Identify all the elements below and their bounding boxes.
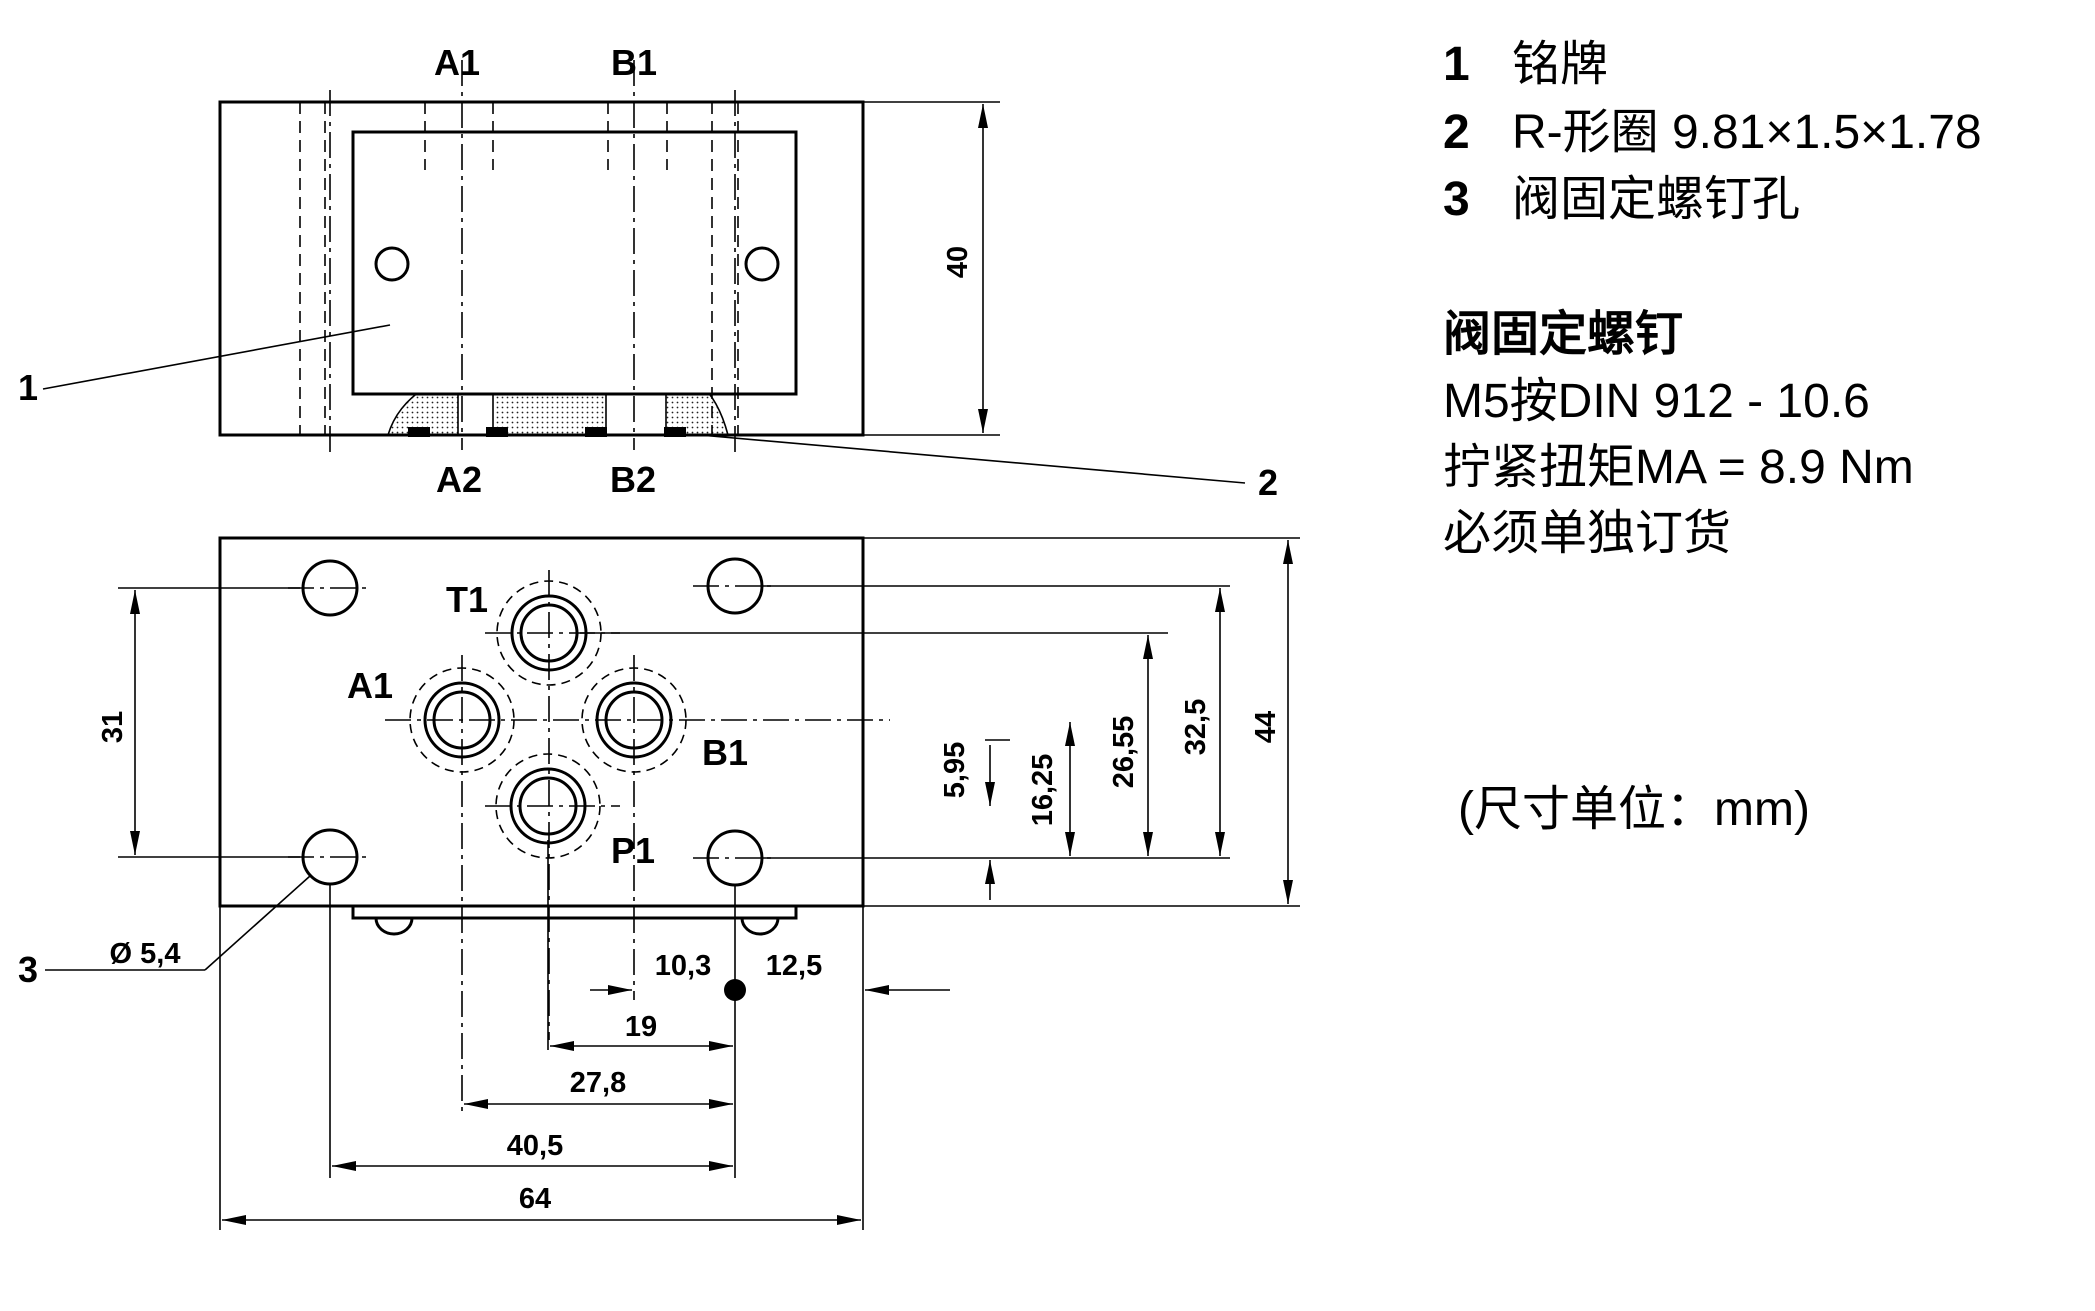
hidden-lines bbox=[299, 102, 739, 435]
top-view: A1 B1 A2 B2 40 1 2 bbox=[18, 42, 1278, 503]
nameplate-rivet-right bbox=[744, 246, 780, 282]
legend-num-1: 1 bbox=[1443, 38, 1470, 91]
nameplate-edge bbox=[351, 904, 798, 920]
subplate-top-outline bbox=[218, 100, 865, 437]
dim-32-5: 32,5 bbox=[1180, 699, 1212, 755]
dim-27-8: 27,8 bbox=[570, 1067, 626, 1099]
callout-3: 3 bbox=[18, 949, 38, 990]
screw-order-note: 必须单独订货 bbox=[1443, 507, 1731, 560]
dim-16-25: 16,25 bbox=[1027, 754, 1059, 827]
screw-spec: M5按DIN 912 - 10.6 bbox=[1443, 375, 1870, 428]
legend-text-3: 阀固定螺钉孔 bbox=[1512, 173, 1800, 226]
dim-40-5: 40,5 bbox=[507, 1130, 563, 1162]
o-ring-a2-right bbox=[486, 427, 508, 437]
dim-hole-diameter: Ø 5,4 bbox=[110, 938, 181, 970]
legend-num-2: 2 bbox=[1443, 106, 1470, 159]
port-label-a1-top: A1 bbox=[434, 42, 480, 83]
datum-point bbox=[724, 979, 746, 1001]
dim-64: 64 bbox=[519, 1183, 551, 1215]
o-ring-b2-right bbox=[664, 427, 686, 437]
subplate-bottom-outline bbox=[218, 536, 865, 908]
legend-num-3: 3 bbox=[1443, 173, 1470, 226]
dim-40: 40 bbox=[942, 246, 974, 278]
dim-26-55: 26,55 bbox=[1108, 716, 1140, 789]
port-label-a2: A2 bbox=[436, 459, 482, 500]
o-ring-b2-left bbox=[585, 427, 607, 437]
dim-5-95: 5,95 bbox=[939, 742, 971, 798]
callout-2: 2 bbox=[1258, 462, 1278, 503]
callout-1: 1 bbox=[18, 367, 38, 408]
mounting-holes bbox=[288, 557, 777, 887]
o-ring-a2-left bbox=[408, 427, 430, 437]
port-label-p1: P1 bbox=[611, 830, 655, 871]
dim-19: 19 bbox=[625, 1011, 657, 1043]
nameplate-rivet-left bbox=[374, 246, 410, 282]
dim-44: 44 bbox=[1250, 711, 1282, 743]
dim-10-3: 10,3 bbox=[655, 950, 711, 982]
bottom-view: T1 A1 B1 P1 31 5,95 16,25 26,55 32,5 44 bbox=[18, 536, 1300, 1230]
legend: 1 铭牌 2 R-形圈 9.81×1.5×1.78 3 阀固定螺钉孔 阀固定螺钉… bbox=[1443, 38, 1982, 836]
legend-text-2: R-形圈 9.81×1.5×1.78 bbox=[1512, 106, 1982, 159]
screw-torque: 拧紧扭矩MA = 8.9 Nm bbox=[1443, 441, 1914, 494]
screw-title: 阀固定螺钉 bbox=[1443, 308, 1683, 361]
units-note: (尺寸单位：mm) bbox=[1458, 783, 1810, 836]
port-label-b1-top: B1 bbox=[611, 42, 657, 83]
port-label-b2: B2 bbox=[610, 459, 656, 500]
port-label-a1: A1 bbox=[347, 665, 393, 706]
port-label-b1: B1 bbox=[702, 732, 748, 773]
legend-text-1: 铭牌 bbox=[1512, 38, 1608, 91]
dim-31: 31 bbox=[97, 711, 129, 743]
dim-12-5: 12,5 bbox=[766, 950, 822, 982]
nameplate bbox=[351, 130, 798, 396]
port-label-t1: T1 bbox=[446, 579, 488, 620]
